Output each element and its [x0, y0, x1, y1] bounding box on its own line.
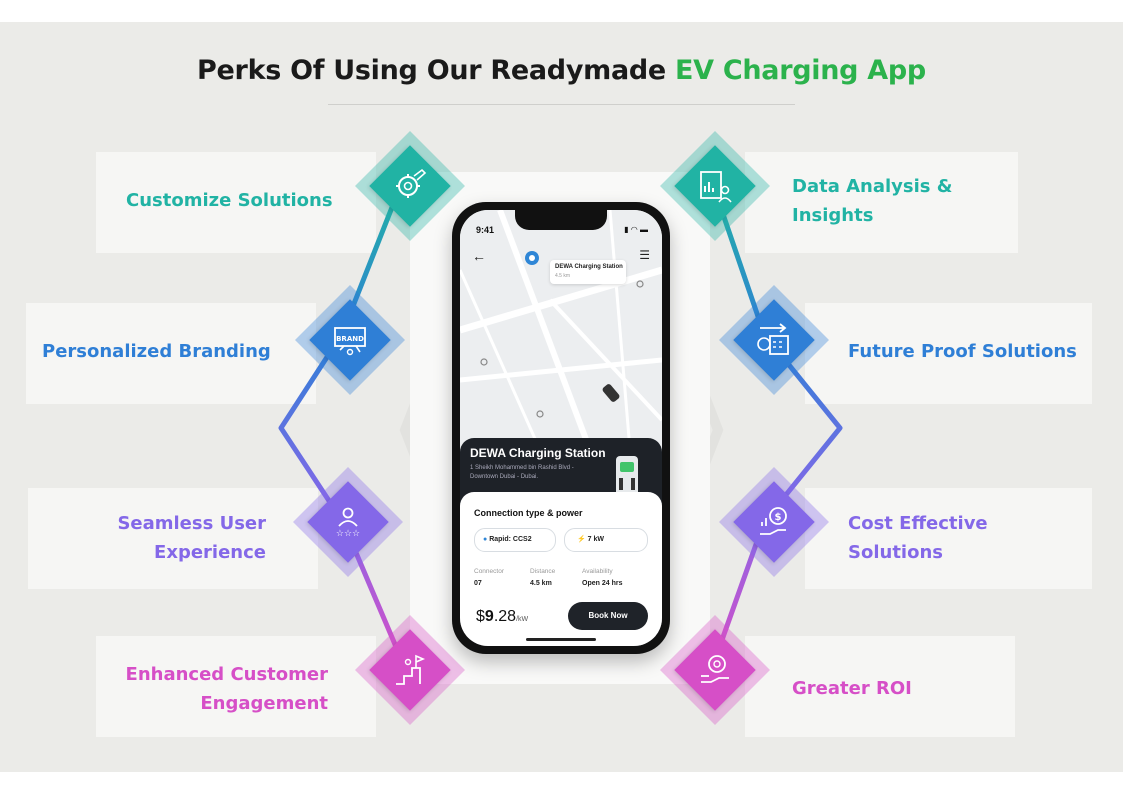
connection-title: Connection type & power: [474, 508, 583, 518]
label-future-proof-solutions: Future Proof Solutions: [848, 337, 1077, 366]
meta-label-distance: Distance: [530, 568, 556, 575]
label-greater-roi: Greater ROI: [792, 674, 912, 703]
phone-notch: [515, 210, 607, 230]
meta-value-availability: Open 24 hrs: [582, 580, 623, 587]
panel-seamless: [28, 488, 318, 589]
diamond-customize: [355, 131, 465, 241]
phone-mockup: 9:41 ▮ ◠ ▬ ← ☰ DEWA Charging Station 4.5…: [452, 202, 670, 654]
price-symbol: $: [476, 608, 485, 625]
diamond-branding: BRAND: [295, 285, 405, 395]
bolt-icon: ⚡: [577, 536, 586, 543]
price-unit: /kW: [516, 616, 529, 623]
status-icons: ▮ ◠ ▬: [624, 225, 648, 234]
diamond-future-proof: [719, 285, 829, 395]
report-user-icon: [700, 171, 732, 203]
panel-customize: [96, 152, 376, 253]
book-now-button[interactable]: Book Now: [568, 602, 648, 630]
svg-text:☆☆☆: ☆☆☆: [336, 529, 360, 539]
brand-board-icon: BRAND: [334, 327, 366, 356]
label-line: Customize Solutions: [126, 190, 333, 211]
label-line: Solutions: [848, 542, 943, 563]
diamond-seamless: ☆☆☆: [293, 467, 403, 577]
filter-icon[interactable]: ☰: [639, 248, 650, 262]
title-divider: [328, 104, 795, 105]
user-stars-icon: ☆☆☆: [336, 507, 360, 539]
pin-distance: 4.5 km: [555, 273, 571, 279]
gear-pencil-icon: [396, 168, 427, 198]
panel-branding: [26, 303, 316, 404]
coin-hand-icon: $: [760, 507, 787, 535]
label-personalized-branding: Personalized Branding: [42, 337, 271, 366]
label-line: Personalized Branding: [42, 341, 271, 362]
label-line: Future Proof Solutions: [848, 341, 1077, 362]
gear-hand-icon: [701, 655, 729, 683]
meta-value-distance: 4.5 km: [530, 580, 552, 587]
label-line: Insights: [792, 205, 874, 226]
svg-text:BRAND: BRAND: [336, 335, 364, 343]
label-customize-solutions: Customize Solutions: [126, 186, 333, 215]
diamond-engagement: [355, 615, 465, 725]
map-view: [460, 210, 662, 450]
panel-engagement: [96, 636, 376, 737]
meta-label-connector: Connector: [474, 568, 504, 575]
meta-value-connector: 07: [474, 580, 482, 587]
panel-future-proof: [805, 303, 1092, 404]
chip-type-label: Rapid: CCS2: [489, 536, 532, 543]
panel-data-analysis: [745, 152, 1018, 253]
meta-label-availability: Availability: [582, 568, 613, 575]
chip-power-label: 7 kW: [587, 536, 605, 543]
label-line: Cost Effective: [848, 513, 988, 534]
label-line: Enhanced Customer: [125, 664, 328, 685]
growth-flag-icon: [396, 654, 426, 685]
chip-connector-type[interactable]: ● Rapid: CCS2: [474, 528, 556, 552]
price-whole: 9: [484, 608, 494, 625]
title-main: Perks Of Using Our Readymade: [197, 55, 676, 86]
chip-power[interactable]: ⚡ 7 kW: [564, 528, 648, 552]
pin-title: DEWA Charging Station: [555, 264, 623, 270]
title-accent: EV Charging App: [675, 55, 926, 86]
station-address: 1 Sheikh Mohammed bin Rashid Blvd - Down…: [470, 465, 574, 480]
diamond-cost-effective: $: [719, 467, 829, 577]
diamond-roi: [660, 615, 770, 725]
label-data-analysis-insights: Data Analysis & Insights: [792, 172, 952, 230]
map-pin-card[interactable]: DEWA Charging Station 4.5 km: [550, 260, 626, 284]
label-line: Data Analysis &: [792, 176, 953, 197]
label-line: Seamless User: [117, 513, 266, 534]
status-time: 9:41: [476, 225, 495, 235]
diamond-data-analysis: [660, 131, 770, 241]
svg-text:$: $: [775, 512, 782, 523]
price: $9.28/kW: [476, 608, 528, 626]
panel-roi: [745, 636, 1015, 737]
panel-cost-effective: [805, 488, 1092, 589]
back-arrow-icon[interactable]: ←: [472, 248, 486, 264]
phone-screen: 9:41 ▮ ◠ ▬ ← ☰ DEWA Charging Station 4.5…: [460, 210, 662, 646]
page-title: Perks Of Using Our Readymade EV Charging…: [0, 55, 1123, 86]
label-line: Engagement: [200, 693, 328, 714]
label-line: Experience: [154, 542, 266, 563]
price-decimal: .28: [493, 608, 517, 625]
label-line: Greater ROI: [792, 678, 912, 699]
station-name: DEWA Charging Station: [470, 446, 606, 460]
connector-icon: ●: [483, 536, 488, 543]
home-indicator: [526, 638, 596, 641]
calendar-forward-icon: [757, 323, 789, 355]
